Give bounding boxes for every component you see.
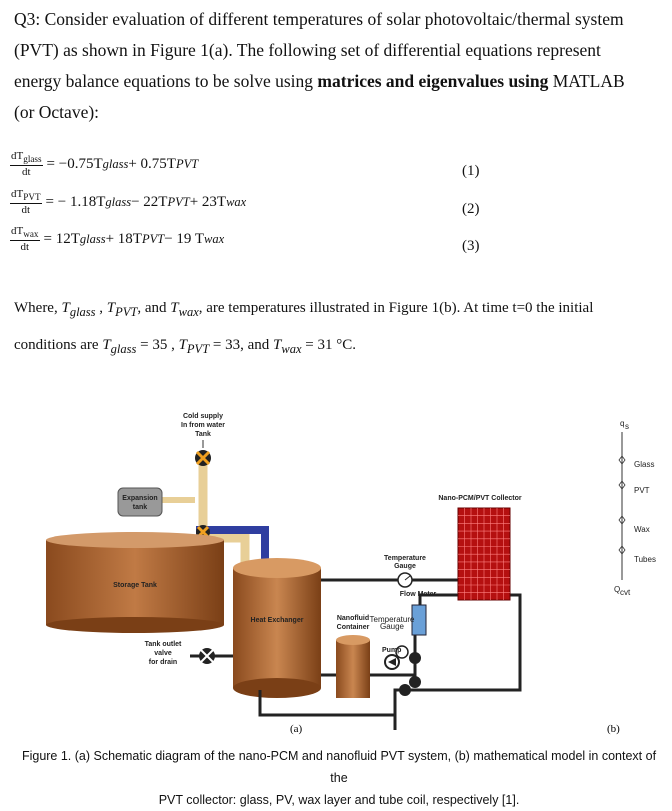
svg-text:Gauge: Gauge <box>380 622 405 631</box>
tank-outlet-valve: Tank outlet valve for drain <box>145 641 233 666</box>
flow-meter: Flow Meter <box>400 591 437 636</box>
equation-3-number: (3) <box>462 238 480 254</box>
caption-line-2: PVT collector: glass, PV, wax layer and … <box>158 793 520 807</box>
svg-text:Nanofluid: Nanofluid <box>337 615 369 622</box>
valve-icon <box>399 652 421 696</box>
svg-text:Cold supply: Cold supply <box>183 413 223 420</box>
equation-1-number: (1) <box>462 163 480 179</box>
svg-text:q: q <box>620 419 624 428</box>
svg-text:Tank outlet: Tank outlet <box>145 641 182 648</box>
where-line-2: conditions are Tglass = 35 , TPVT = 33, … <box>14 337 356 356</box>
cold-water-pipe <box>198 455 250 570</box>
svg-text:tank: tank <box>133 504 148 511</box>
question-bold-phrase: matrices and eigenvalues using <box>317 71 549 91</box>
svg-text:Q: Q <box>614 585 620 594</box>
svg-text:Wax: Wax <box>634 525 650 534</box>
svg-text:In from water: In from water <box>181 422 225 429</box>
nano-pvt-collector: Nano-PCM/PVT Collector <box>438 495 522 601</box>
svg-text:valve: valve <box>154 650 172 657</box>
question-line-3-post: MATLAB <box>548 71 625 91</box>
question-text: Q3: Consider evaluation of different tem… <box>14 4 664 128</box>
question-line-4: (or Octave): <box>14 102 100 122</box>
svg-text:Pump: Pump <box>382 647 401 654</box>
figure-caption: Figure 1. (a) Schematic diagram of the n… <box>14 745 664 811</box>
question-line-1: Q3: Consider evaluation of different tem… <box>14 9 624 29</box>
svg-text:Storage Tank: Storage Tank <box>113 582 157 589</box>
pvt-layer-model: q s Glass PVT Wax Tubes Q cvt <box>614 419 656 597</box>
figure-1: Cold supply In from water Tank Expansion… <box>46 413 656 735</box>
temperature-gauge: Temperature Gauge <box>384 555 426 588</box>
pump: Pump <box>382 647 401 670</box>
question-line-2: (PVT) as shown in Figure 1(a). The follo… <box>14 40 601 60</box>
nanofluid-container: Nanofluid Container <box>336 615 370 698</box>
cold-supply-label: Cold supply In from water Tank <box>181 413 225 438</box>
where-line-1: Where, Tglass , TPVT, and Twax, are temp… <box>14 300 594 319</box>
svg-text:Nano-PCM/PVT Collector: Nano-PCM/PVT Collector <box>438 495 522 502</box>
svg-text:Tubes: Tubes <box>634 555 656 564</box>
svg-text:Gauge: Gauge <box>394 563 416 570</box>
svg-text:Expansion: Expansion <box>122 495 157 502</box>
label-a: (a) <box>290 723 303 735</box>
svg-text:Temperature: Temperature <box>370 615 415 624</box>
question-line-3: energy balance equations to be solve usi… <box>14 66 664 97</box>
svg-text:Container: Container <box>337 624 370 631</box>
equation-2-number: (2) <box>462 201 480 217</box>
caption-line-1: Figure 1. (a) Schematic diagram of the n… <box>21 749 657 785</box>
svg-text:PVT: PVT <box>634 486 650 495</box>
label-b: (b) <box>607 723 620 735</box>
svg-text:for drain: for drain <box>149 659 177 666</box>
storage-tank: Storage Tank <box>46 532 224 633</box>
svg-text:cvt: cvt <box>620 588 631 597</box>
question-line-3-pre: energy balance equations to be solve usi… <box>14 71 318 91</box>
temperature-gauge-2: Temperature Gauge <box>370 615 415 659</box>
svg-text:Glass: Glass <box>634 460 654 469</box>
valve-icon <box>195 450 211 466</box>
svg-text:s: s <box>625 422 629 431</box>
expansion-tank: Expansion tank <box>117 487 163 517</box>
svg-text:Flow Meter: Flow Meter <box>400 591 437 598</box>
heat-exchanger: Heat Exchanger <box>233 558 321 698</box>
svg-text:Tank: Tank <box>195 431 211 438</box>
svg-text:Heat Exchanger: Heat Exchanger <box>251 617 304 624</box>
svg-text:Temperature: Temperature <box>384 555 426 562</box>
